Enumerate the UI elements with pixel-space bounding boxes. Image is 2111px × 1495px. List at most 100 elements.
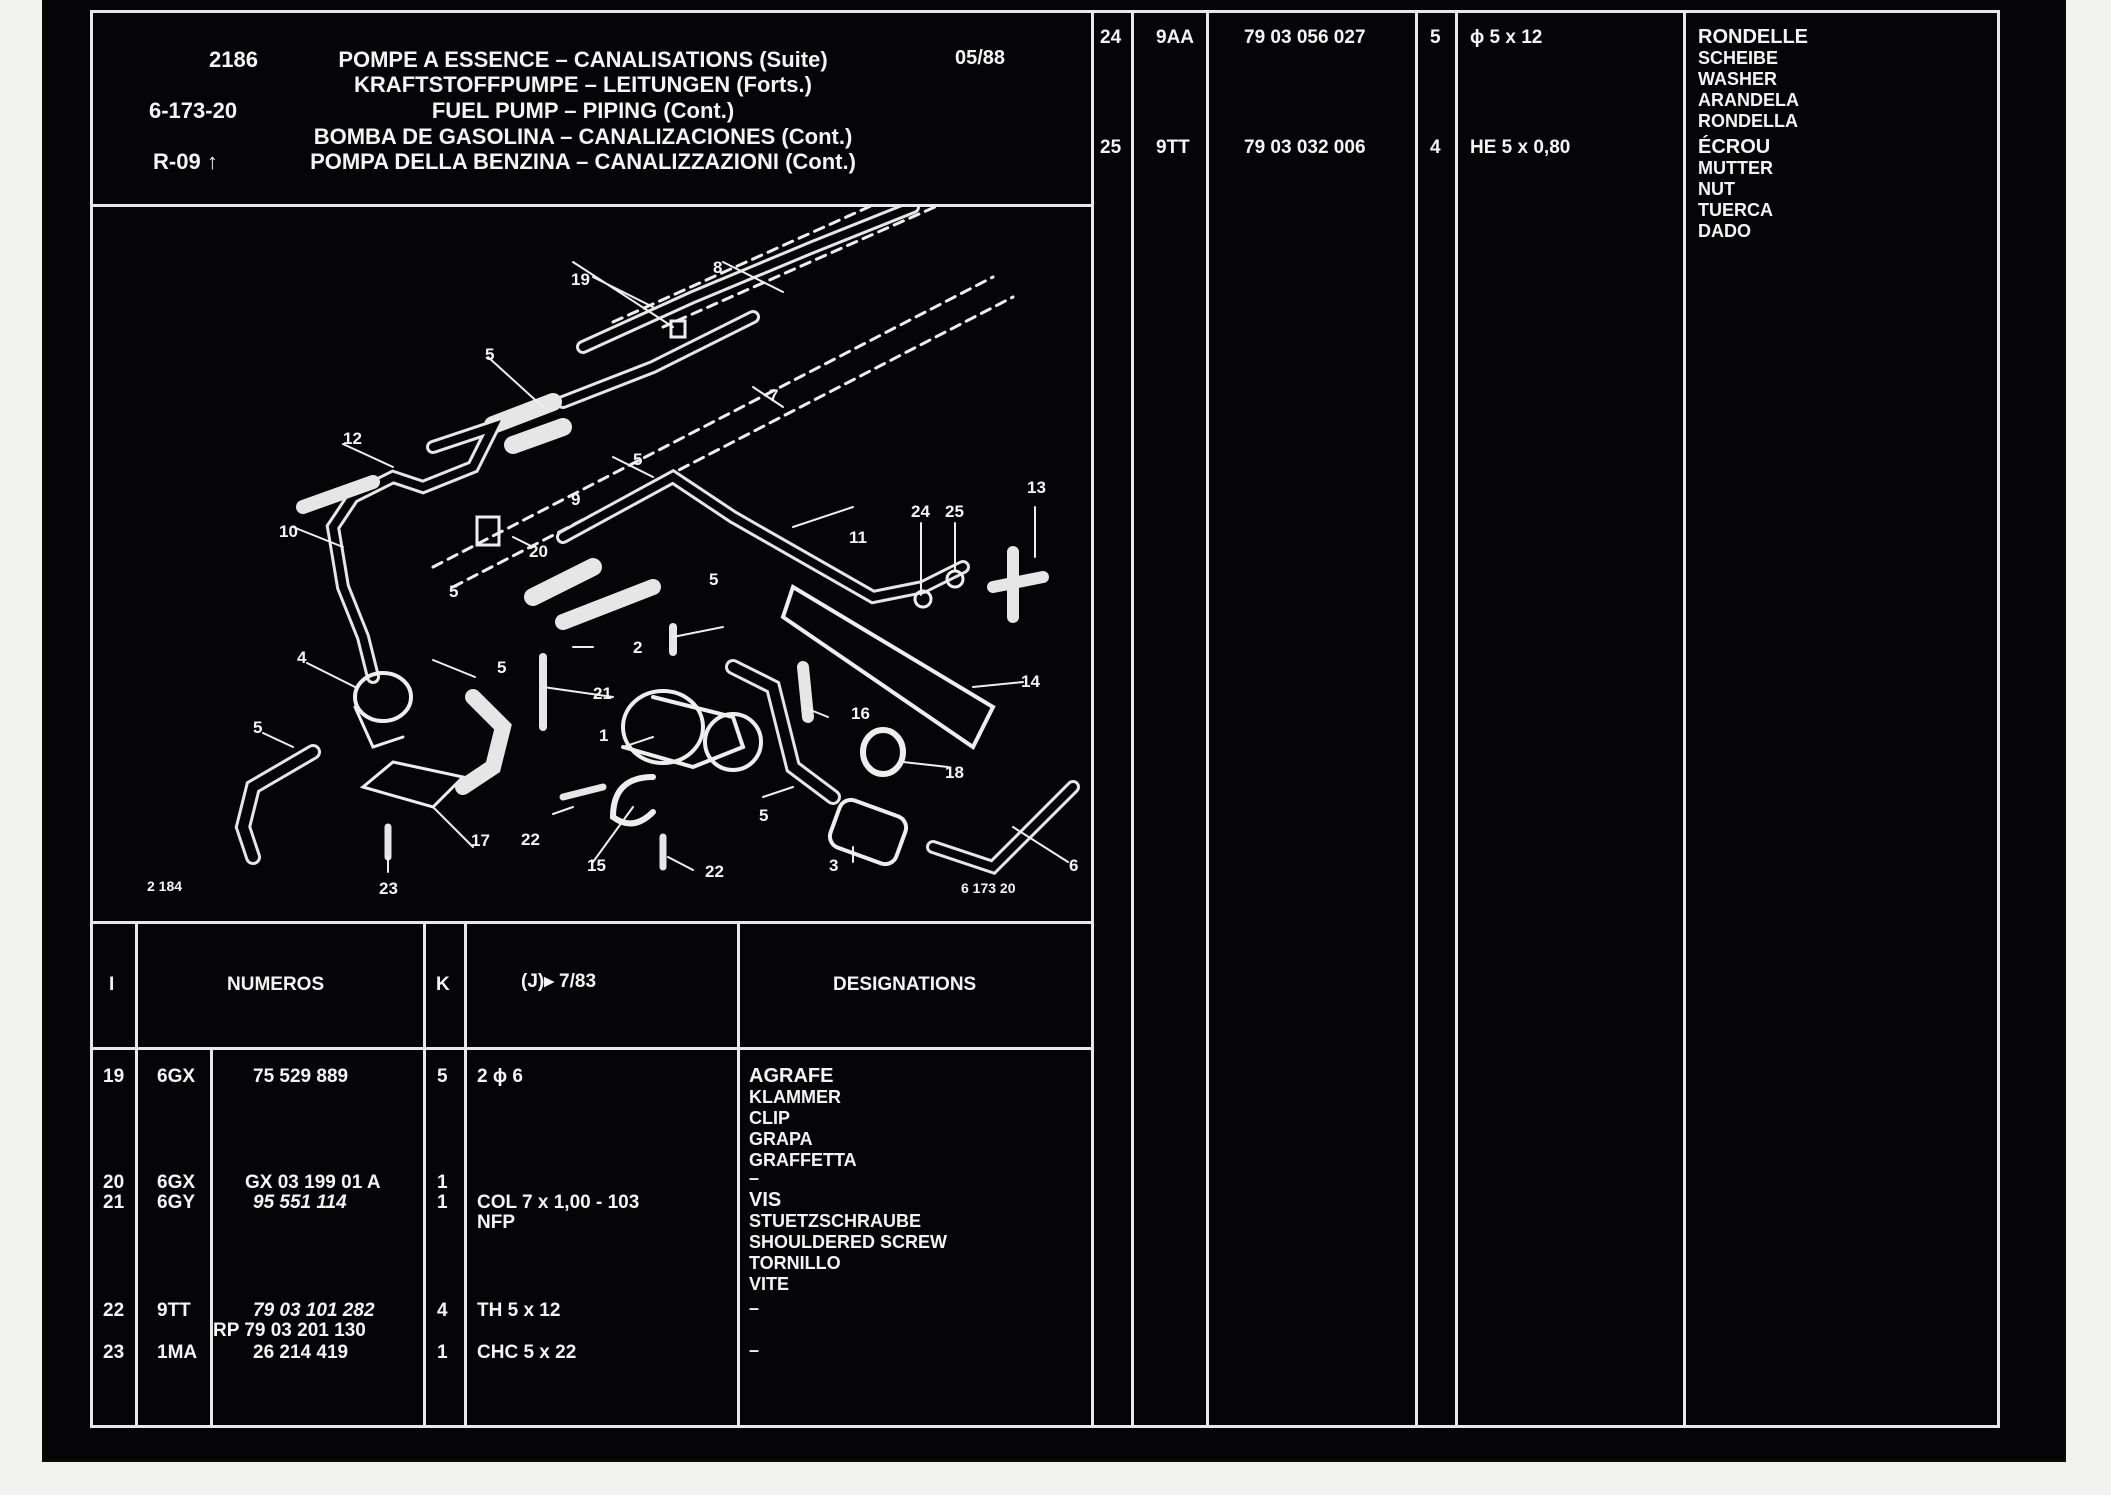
col-line [1131, 13, 1134, 1425]
row-index: 23 [103, 1342, 125, 1363]
microfiche-sheet: 2186 6-173-20 R-09 ↑ 05/88 POMPE A ESSEN… [44, 0, 2064, 1460]
desc-fr: RONDELLE [1698, 26, 1808, 48]
col-line [1683, 13, 1686, 1425]
desc-fr: VIS [749, 1189, 782, 1211]
row-code: 9AA [1156, 27, 1195, 48]
row-index: 24 [1100, 27, 1122, 48]
date: 05/88 [955, 47, 1006, 69]
row-spec: COL 7 x 1,00 - 103 [477, 1192, 640, 1213]
callout-19: 19 [571, 270, 590, 289]
revision: R-09 [153, 149, 201, 174]
row-index: 21 [103, 1192, 125, 1213]
row-code: 9TT [157, 1300, 191, 1321]
row-spec: TH 5 x 12 [477, 1300, 561, 1321]
row-code: 6GY [157, 1192, 196, 1213]
table-header: I NUMEROS K (J)▸ 7/83 DESIGNATIONS [93, 924, 1091, 1047]
row-spec: ϕ 5 x 12 [1470, 27, 1543, 48]
arrow-up-icon: ↑ [206, 149, 218, 174]
row-spec: CHC 5 x 22 [477, 1342, 577, 1363]
desc-es: GRAPA [749, 1129, 813, 1149]
row-qty: 4 [437, 1300, 448, 1321]
part-number: 79 03 056 027 [1244, 27, 1366, 48]
callout-10: 10 [279, 522, 298, 541]
desc-de: MUTTER [1698, 158, 1773, 178]
diagram-ref-right: 6 173 20 [961, 880, 1016, 896]
callout-5: 5 [253, 718, 262, 737]
part-number: 75 529 889 [253, 1066, 349, 1087]
callout-5: 5 [759, 806, 768, 825]
divider-main [1091, 13, 1094, 1425]
row-index: 25 [1100, 137, 1122, 158]
callout-6: 6 [1069, 856, 1078, 875]
part-number: 79 03 101 282 [253, 1300, 375, 1321]
col-line [464, 921, 467, 1425]
desc-en: CLIP [749, 1108, 791, 1128]
title-en: FUEL PUMP – PIPING (Cont.) [431, 98, 735, 123]
desc-en: WASHER [1698, 69, 1778, 89]
divider-table-head [93, 1047, 1091, 1050]
callout-25: 25 [945, 502, 964, 521]
part-number: 95 551 114 [253, 1192, 347, 1213]
row-qty: 5 [437, 1066, 448, 1087]
page-number: 2186 [209, 47, 258, 72]
desc-es: TORNILLO [749, 1253, 841, 1273]
row-description: RONDELLE SCHEIBE WASHER ARANDELA RONDELL… [1698, 27, 1808, 132]
row-description: VIS STUETZSCHRAUBE SHOULDERED SCREW TORN… [749, 1190, 947, 1295]
desc-it: VITE [749, 1274, 790, 1294]
col-line [135, 921, 138, 1425]
col-numeros-header: NUMEROS [227, 974, 325, 995]
parts-table-left: 19 6GX 75 529 889 5 2 ϕ 6 AGRAFE KLAMMER… [93, 1050, 1091, 1425]
desc-es: TUERCA [1698, 200, 1773, 220]
row-qty: 4 [1430, 137, 1441, 158]
callout-23: 23 [379, 879, 398, 898]
row-code: 9TT [1156, 137, 1190, 158]
page-frame: 2186 6-173-20 R-09 ↑ 05/88 POMPE A ESSEN… [90, 10, 2000, 1428]
col-line [1206, 13, 1209, 1425]
exploded-diagram: 19 8 5 7 5 12 9 10 20 5 11 24 25 13 4 5 … [147, 207, 1080, 898]
desc-fr: AGRAFE [749, 1065, 834, 1087]
row-index: 20 [103, 1172, 125, 1193]
callout-17: 17 [471, 831, 490, 850]
desc-de: STUETZSCHRAUBE [749, 1211, 922, 1231]
callout-5: 5 [449, 582, 458, 601]
row-description: ÉCROU MUTTER NUT TUERCA DADO [1698, 137, 1773, 242]
row-qty: 1 [437, 1172, 448, 1193]
row-index: 22 [103, 1300, 125, 1321]
part-number: 26 214 419 [253, 1342, 349, 1363]
col-k-header: K [436, 974, 450, 995]
callout-22: 22 [705, 862, 724, 881]
col-line [1455, 13, 1458, 1425]
desc-es: ARANDELA [1698, 90, 1799, 110]
row-qty: 1 [437, 1192, 448, 1213]
title-es: BOMBA DE GASOLINA – CANALIZACIONES (Cont… [313, 124, 853, 149]
row-description: – [749, 1298, 760, 1318]
header: 2186 6-173-20 R-09 ↑ 05/88 POMPE A ESSEN… [93, 13, 1091, 204]
callout-5: 5 [709, 570, 718, 589]
row-code: 1MA [157, 1342, 198, 1363]
row-code: 6GX [157, 1172, 196, 1193]
diagram-ref-left: 2 184 [147, 878, 182, 894]
callout-21: 21 [593, 684, 612, 703]
desc-de: SCHEIBE [1698, 48, 1779, 68]
parts-table-right: 24 9AA 79 03 056 027 5 ϕ 5 x 12 RONDELLE… [1094, 13, 2000, 1425]
callout-5: 5 [633, 450, 642, 469]
callout-24: 24 [911, 502, 930, 521]
callout-2: 2 [633, 638, 642, 657]
col-designations-header: DESIGNATIONS [833, 974, 977, 995]
desc-it: GRAFFETTA [749, 1150, 857, 1170]
title-fr: POMPE A ESSENCE – CANALISATIONS (Suite) [338, 47, 828, 72]
callout-5: 5 [485, 345, 494, 364]
part-number: 79 03 032 006 [1244, 137, 1366, 158]
callout-8: 8 [713, 258, 722, 277]
callout-20: 20 [529, 542, 548, 561]
title-de: KRAFTSTOFFPUMPE – LEITUNGEN (Forts.) [354, 72, 812, 97]
title-it: POMPA DELLA BENZINA – CANALIZZAZIONI (Co… [310, 149, 856, 174]
divider-header [93, 204, 1091, 207]
row-spec: HE 5 x 0,80 [1470, 137, 1571, 158]
col-line [210, 1047, 213, 1425]
desc-fr: ÉCROU [1698, 136, 1771, 158]
divider-diagram [93, 921, 1091, 924]
row-description: AGRAFE KLAMMER CLIP GRAPA GRAFFETTA [749, 1066, 857, 1171]
row-qty: 1 [437, 1342, 448, 1363]
row-description: – [749, 1168, 760, 1188]
